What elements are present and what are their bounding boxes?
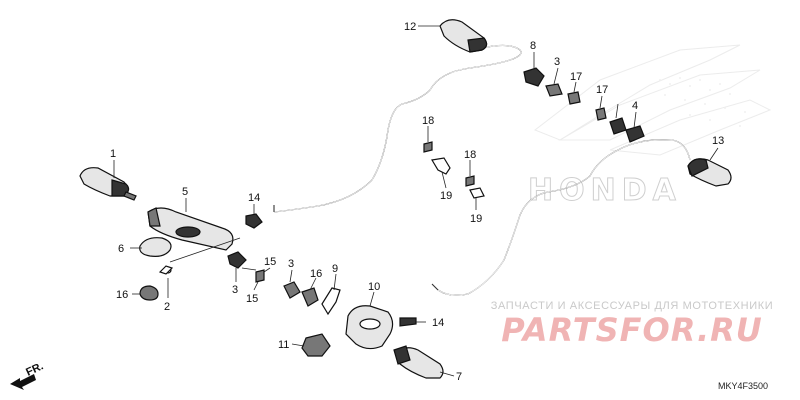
callout-4: 4 (632, 100, 638, 112)
clip-18-a (423, 141, 433, 153)
callout-1: 1 (110, 148, 116, 160)
clip-19-a (431, 157, 451, 175)
grommet-6 (139, 237, 172, 257)
socket-10 (345, 305, 394, 350)
honda-watermark-text: HONDA (528, 173, 682, 208)
stay-bracket-5 (147, 207, 234, 251)
callout-16-center: 16 (310, 268, 322, 280)
bolt-17-right (595, 107, 607, 121)
bolt-17-top (567, 91, 581, 105)
callout-labels: 1 2 3 3 3 4 5 6 7 8 9 10 11 12 13 14 14 … (110, 21, 724, 383)
callout-17-top: 17 (570, 71, 582, 83)
callout-15-top: 15 (264, 256, 276, 268)
stay-9 (321, 287, 341, 316)
callout-19-b: 19 (470, 213, 482, 225)
callout-17-right: 17 (596, 84, 608, 96)
callout-18-a: 18 (422, 115, 434, 127)
turn-signal-1 (79, 167, 137, 201)
callout-3-center: 3 (232, 284, 238, 296)
front-direction-arrow: FR. (10, 360, 45, 390)
callout-15-bottom: 15 (246, 293, 258, 305)
cap-16-center (301, 287, 319, 307)
clip-2 (158, 265, 174, 275)
bolt-15-center (255, 269, 265, 283)
connector-11 (301, 333, 331, 357)
callout-14-top: 14 (248, 192, 260, 204)
callout-3-mid: 3 (288, 258, 294, 270)
washer-3-mid (283, 281, 301, 299)
callout-11: 11 (278, 339, 289, 351)
direction-label: FR. (24, 360, 45, 378)
callout-9: 9 (332, 263, 338, 275)
grommet-4 (625, 125, 645, 143)
callout-19-a: 19 (440, 190, 452, 202)
leader-lines (113, 25, 719, 377)
callout-12: 12 (404, 21, 416, 33)
turn-signal-7 (393, 345, 444, 379)
cable-right (431, 139, 691, 296)
callout-18-b: 18 (464, 149, 476, 161)
cable-upper (273, 44, 522, 213)
diagram-code: MKY4F3500 (718, 381, 769, 391)
turn-signal-13 (687, 158, 732, 187)
callout-10: 10 (368, 281, 380, 293)
callout-5: 5 (182, 186, 188, 198)
washer-8 (523, 67, 545, 87)
watermark-tagline: ЗАПЧАСТИ И АКСЕССУАРЫ ДЛЯ МОТОТЕХНИКИ (490, 300, 774, 312)
callout-14-lower: 14 (432, 317, 444, 329)
callout-13: 13 (712, 135, 724, 147)
callout-6: 6 (118, 243, 124, 255)
watermark-brand: PARTSFOR.RU (501, 311, 763, 349)
clip-19-b (469, 187, 485, 199)
watermark-banner: ЗАПЧАСТИ И АКСЕССУАРЫ ДЛЯ МОТОТЕХНИКИ PA… (482, 300, 782, 348)
turn-signal-12 (439, 19, 488, 53)
bolt-14-lower (399, 317, 417, 327)
washer-3-top (545, 83, 563, 97)
nut-14-top (245, 213, 263, 229)
callout-8: 8 (530, 40, 536, 52)
cap-16-left (139, 285, 159, 301)
clip-18-b (465, 175, 475, 187)
washer-3-center (227, 251, 247, 269)
callout-7: 7 (456, 371, 462, 383)
washer-3-right (609, 117, 627, 135)
callout-3-top: 3 (554, 56, 560, 68)
honda-wing-logo (533, 44, 772, 156)
callout-16-left: 16 (116, 289, 128, 301)
callout-2: 2 (164, 301, 170, 313)
